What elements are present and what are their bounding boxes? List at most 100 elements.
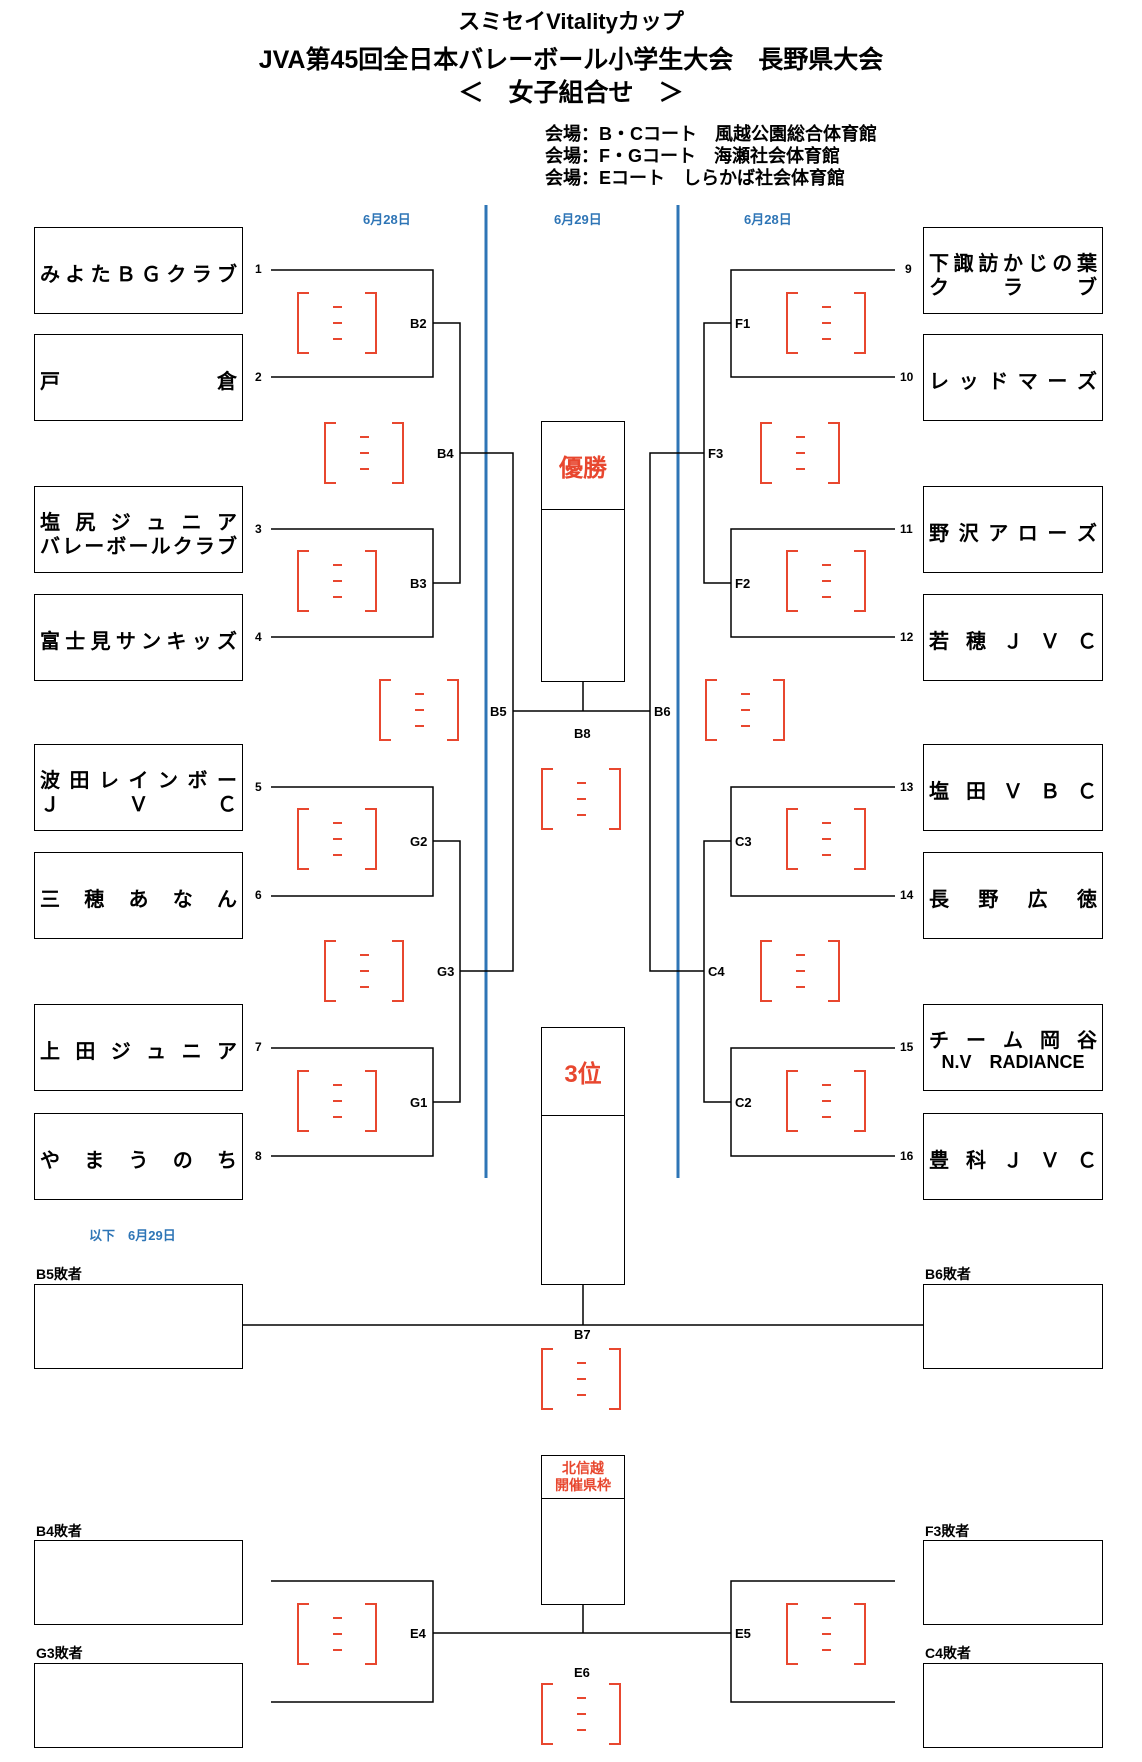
score-box-b5 — [379, 679, 459, 741]
score-box-c2 — [786, 1070, 866, 1132]
venue-line-1: 会場：B・Cコート 風越公園総合体育館 — [545, 124, 877, 144]
match-label-f3: F3 — [708, 446, 724, 461]
match-label-b3: B3 — [410, 576, 427, 591]
match-label-e5: E5 — [735, 1626, 751, 1641]
b6-loser-box — [923, 1284, 1103, 1369]
team-box-7: 上田ジュニア — [34, 1004, 243, 1091]
match-label-e6: E6 — [574, 1665, 590, 1680]
score-box-f3 — [760, 422, 840, 484]
loser-label-b4: B4敗者 — [36, 1523, 82, 1539]
team-name-9-line1: 下諏訪かじの葉 — [929, 253, 1097, 275]
team-name-15-line1: チーム岡谷 — [929, 1030, 1097, 1052]
seed-number-16: 16 — [900, 1149, 914, 1163]
score-box-b7 — [541, 1348, 621, 1410]
loser-label-g3: G3敗者 — [36, 1645, 83, 1661]
date-right: 6月28日 — [744, 212, 792, 227]
date-center: 6月29日 — [554, 212, 602, 227]
loser-label-c4: C4敗者 — [925, 1645, 971, 1661]
team-box-3: 塩尻ジュニア バレーボールクラブ — [34, 486, 243, 573]
score-box-g3 — [324, 940, 404, 1002]
g3-loser-box — [34, 1663, 243, 1748]
champion-box: 優勝 — [541, 421, 625, 682]
team-box-11: 野沢アローズ — [923, 486, 1103, 573]
match-label-c3: C3 — [735, 834, 752, 849]
match-label-b5: B5 — [490, 704, 507, 719]
team-name-10: レッドマーズ — [929, 371, 1097, 393]
event-sponsor-title: スミセイVitalityカップ — [458, 9, 684, 34]
score-box-g1 — [297, 1070, 377, 1132]
team-name-9-line2: クラブ — [929, 277, 1097, 299]
b5-loser-box — [34, 1284, 243, 1369]
team-box-14: 長野広徳 — [923, 852, 1103, 939]
team-name-2-first: 戸 — [40, 371, 60, 393]
team-name-4: 富士見サンキッズ — [40, 631, 237, 653]
hokushinetsu-box: 北信越 開催県枠 — [541, 1455, 625, 1605]
loser-label-f3: F3敗者 — [925, 1523, 970, 1539]
team-box-15: チーム岡谷 N.V RADIANCE — [923, 1004, 1103, 1091]
hokushinetsu-label: 北信越 開催県枠 — [542, 1456, 624, 1499]
team-name-14: 長野広徳 — [929, 889, 1097, 911]
match-label-b2: B2 — [410, 316, 427, 331]
score-box-c3 — [786, 808, 866, 870]
match-label-g3: G3 — [437, 964, 455, 979]
team-name-7: 上田ジュニア — [40, 1041, 237, 1063]
seed-number-12: 12 — [900, 630, 914, 644]
third-place-label: 3位 — [542, 1028, 624, 1116]
score-box-e6 — [541, 1683, 621, 1745]
seed-number-13: 13 — [900, 780, 914, 794]
score-box-g2 — [297, 808, 377, 870]
match-label-c2: C2 — [735, 1095, 752, 1110]
team-name-3-line1: 塩尻ジュニア — [40, 512, 237, 534]
match-label-g2: G2 — [410, 834, 428, 849]
match-label-b6: B6 — [654, 704, 671, 719]
seed-number-7: 7 — [255, 1040, 262, 1054]
seed-number-1: 1 — [255, 262, 262, 276]
seed-number-15: 15 — [900, 1040, 914, 1054]
match-label-b4: B4 — [437, 446, 454, 461]
seed-number-10: 10 — [900, 370, 914, 384]
venue-line-2: 会場：F・Gコート 海瀬社会体育館 — [545, 146, 840, 166]
score-box-b8 — [541, 768, 621, 830]
date-left: 6月28日 — [363, 212, 411, 227]
b4-loser-box — [34, 1540, 243, 1625]
seed-number-8: 8 — [255, 1149, 262, 1163]
team-box-2: 戸倉 — [34, 334, 243, 421]
team-box-4: 富士見サンキッズ — [34, 594, 243, 681]
team-name-3-line2: バレーボールクラブ — [40, 536, 237, 558]
score-box-b6 — [705, 679, 785, 741]
match-label-b7: B7 — [574, 1327, 591, 1342]
seed-number-3: 3 — [255, 522, 262, 536]
match-label-g1: G1 — [410, 1095, 428, 1110]
team-box-9: 下諏訪かじの葉 クラブ — [923, 227, 1103, 314]
f3-loser-box — [923, 1540, 1103, 1625]
c4-loser-box — [923, 1663, 1103, 1748]
seed-number-11: 11 — [900, 522, 913, 536]
score-box-b3 — [297, 550, 377, 612]
venue-line-3: 会場：Eコート しらかば社会体育館 — [545, 168, 846, 188]
score-box-c4 — [760, 940, 840, 1002]
seed-number-4: 4 — [255, 630, 262, 644]
date-lower: 以下 6月29日 — [89, 1228, 176, 1243]
match-label-f2: F2 — [735, 576, 751, 591]
seed-number-6: 6 — [255, 888, 262, 902]
team-name-6: 三穂あなん — [40, 889, 237, 911]
seed-number-9: 9 — [905, 262, 912, 276]
team-name-2-last: 倉 — [217, 371, 237, 393]
event-title: JVA第45回全日本バレーボール小学生大会 長野県大会 — [258, 46, 884, 74]
division-title: ＜ 女子組合せ ＞ — [458, 79, 684, 107]
seed-number-2: 2 — [255, 370, 262, 384]
match-label-c4: C4 — [708, 964, 725, 979]
team-box-10: レッドマーズ — [923, 334, 1103, 421]
score-box-f2 — [786, 550, 866, 612]
